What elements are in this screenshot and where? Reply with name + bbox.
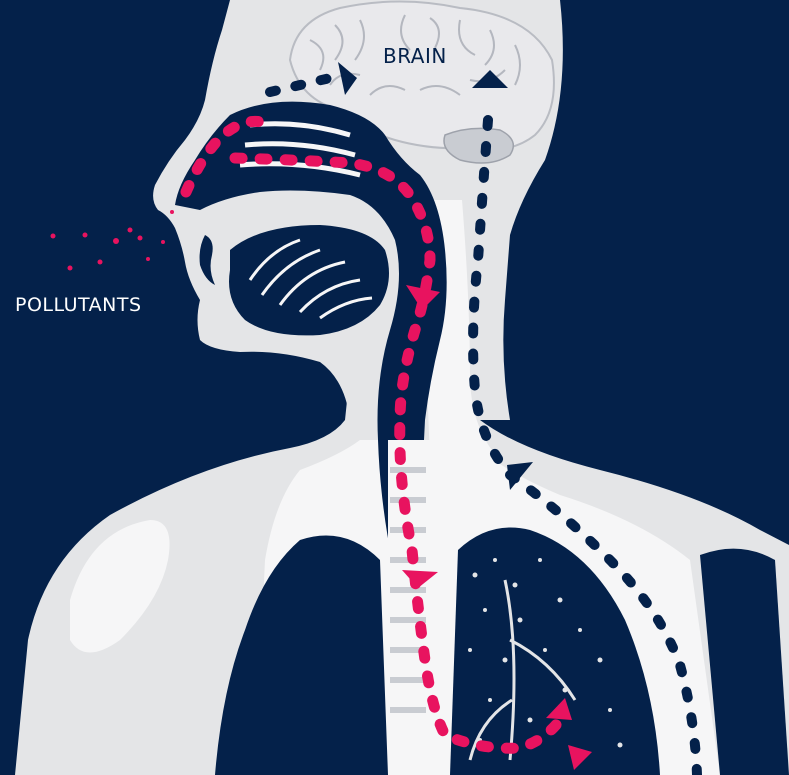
trachea <box>388 440 428 740</box>
brain-label: BRAIN <box>383 44 447 68</box>
pollutants-label: POLLUTANTS <box>15 294 142 316</box>
tongue <box>229 225 389 335</box>
